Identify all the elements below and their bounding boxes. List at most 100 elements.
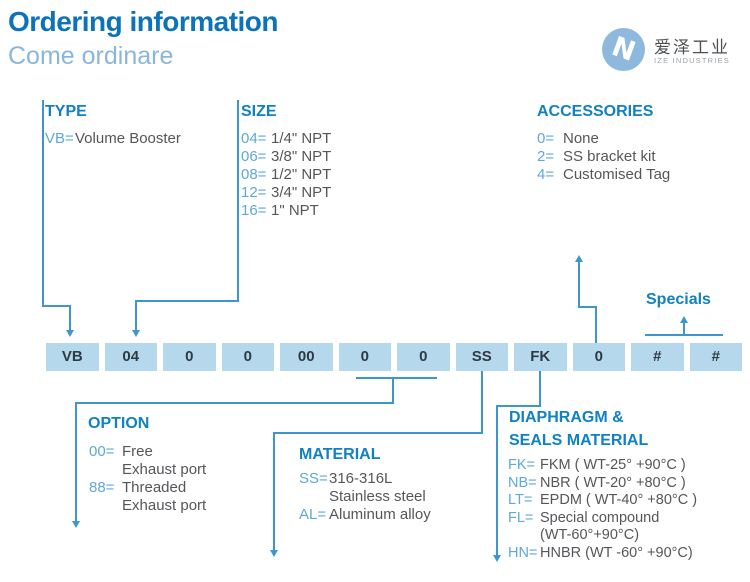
option-text: Exhaust port	[122, 461, 207, 478]
option-code: NB=	[508, 474, 537, 491]
list-item: (WT-60°+90°C)	[508, 527, 697, 545]
option-text: (WT-60°+90°C)	[540, 527, 640, 543]
option-text: Volume Booster	[75, 130, 181, 147]
accessories-connector-line	[578, 261, 580, 307]
option-code: SS=	[299, 470, 328, 487]
option-code: FK=	[508, 457, 535, 473]
specials-arrow-up-icon	[679, 316, 688, 323]
option-text: 316-316L	[329, 470, 393, 487]
option-text: 3/4" NPT	[271, 184, 332, 201]
code-box-option-2: 0	[397, 343, 450, 371]
ize-logo-icon: N	[601, 27, 646, 77]
option-text: 3/8" NPT	[271, 148, 332, 165]
option-connector-line	[75, 402, 394, 404]
option-code	[508, 527, 540, 545]
option-code: FL=	[508, 509, 534, 526]
code-box-diaphragm: FK	[514, 343, 567, 371]
specials-connector-line	[683, 322, 685, 335]
accessories-arrow-up-icon	[574, 255, 583, 262]
list-item: LT= EPDM ( WT-40° +80°C )	[508, 492, 697, 510]
list-item: 2= SS bracket kit	[537, 148, 670, 166]
specials-underline	[645, 334, 723, 336]
section-title-diaphragm-line1: DIAPHRAGM &	[509, 409, 624, 426]
option-arrow-down-icon	[71, 521, 80, 528]
type-connector-line	[69, 305, 71, 331]
list-item: 08= 1/2" NPT	[241, 166, 331, 184]
diaphragm-connector-line	[496, 405, 541, 407]
size-connector-line	[237, 100, 239, 302]
page-subtitle: Come ordinare	[8, 42, 174, 70]
list-item: 04= 1/4" NPT	[241, 130, 331, 148]
option-connector-line	[392, 377, 394, 404]
code-box-type: VB	[46, 343, 99, 371]
option-text: Aluminum alloy	[329, 506, 431, 523]
accessories-connector-line	[595, 307, 597, 343]
option-text: 1/4" NPT	[271, 130, 332, 147]
list-item: 4= Customised Tag	[537, 166, 670, 184]
option-code: VB=	[45, 130, 74, 147]
section-title-type: TYPE	[45, 103, 87, 120]
ordering-code-row: VB 04 0 0 00 0 0 SS FK 0 # #	[46, 343, 742, 371]
code-box-material: SS	[455, 343, 508, 371]
list-item: 12= 3/4" NPT	[241, 184, 331, 202]
code-box-special-1: #	[631, 343, 684, 371]
option-text: EPDM ( WT-40° +80°C )	[540, 492, 698, 508]
list-item: Stainless steel	[299, 488, 431, 506]
option-text: HNBR (WT -60° +90°C)	[540, 544, 693, 561]
specials-label: Specials	[646, 291, 711, 308]
list-item: NB= NBR ( WT-20° +80°C )	[508, 475, 697, 493]
list-item: FL= Special compound	[508, 510, 697, 528]
option-text: Special compound	[540, 509, 660, 526]
list-item: AL= Aluminum alloy	[299, 506, 431, 524]
option-code: 08=	[241, 166, 267, 183]
code-box-special-2: #	[689, 343, 742, 371]
section-title-option: OPTION	[88, 415, 150, 432]
option-code: LT=	[508, 492, 533, 508]
list-item: 00= Free	[89, 443, 206, 461]
list-item: 16= 1" NPT	[241, 202, 331, 220]
type-connector-line	[42, 305, 71, 307]
section-title-size: SIZE	[241, 103, 277, 120]
option-text: None	[563, 130, 599, 147]
option-code: 12=	[241, 184, 267, 201]
option-text: Customised Tag	[563, 166, 671, 183]
page-title: Ordering information	[8, 6, 279, 37]
option-text: 1" NPT	[271, 202, 319, 219]
option-code: HN=	[508, 544, 538, 561]
material-connector-line	[273, 432, 275, 551]
logo-chinese-name: 爱泽工业	[654, 37, 730, 57]
option-code: 0=	[537, 130, 555, 147]
option-code: 88=	[89, 479, 115, 496]
option-code: 00=	[89, 443, 115, 460]
list-item: SS= 316-316L	[299, 470, 431, 488]
code-box-option-1: 0	[338, 343, 391, 371]
material-arrow-down-icon	[269, 550, 278, 557]
diaphragm-connector-line	[539, 371, 541, 407]
option-text: Exhaust port	[122, 497, 207, 514]
list-item: 0= None	[537, 130, 670, 148]
code-box-accessories: 0	[572, 343, 625, 371]
section-title-accessories: ACCESSORIES	[537, 103, 654, 120]
list-item: HN= HNBR (WT -60° +90°C)	[508, 545, 697, 563]
option-code: 4=	[537, 166, 555, 183]
option-text: FKM ( WT-25° +90°C )	[540, 457, 686, 473]
size-connector-line	[135, 300, 137, 331]
list-item: 06= 3/8" NPT	[241, 148, 331, 166]
diaphragm-connector-line	[496, 405, 498, 556]
list-item: VB= Volume Booster	[45, 130, 181, 148]
option-connector-line	[75, 402, 77, 522]
company-logo: N 爱泽工业 IZE INDUSTRIES	[601, 27, 730, 77]
code-box: 00	[280, 343, 333, 371]
type-arrow-down-icon	[65, 330, 74, 337]
option-code: 16=	[241, 202, 267, 219]
option-code	[89, 461, 122, 479]
option-code: 04=	[241, 130, 267, 147]
material-connector-line	[481, 371, 483, 433]
logo-english-name: IZE INDUSTRIES	[654, 56, 730, 66]
option-text: Free	[122, 443, 153, 460]
accessories-connector-line	[578, 306, 597, 308]
option-code	[89, 497, 122, 515]
option-text: Threaded	[122, 479, 187, 496]
size-arrow-down-icon	[131, 330, 140, 337]
